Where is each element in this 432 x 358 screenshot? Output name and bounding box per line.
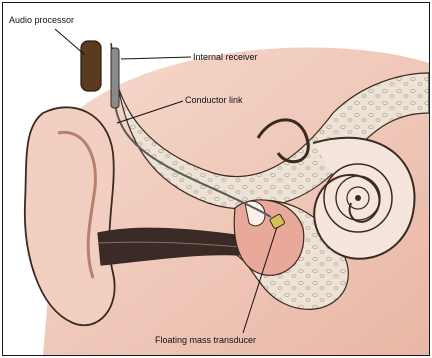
label-audio-processor: Audio processor: [9, 15, 74, 25]
outer-ear: [25, 107, 115, 325]
diagram-frame: Audio processor Internal receiver Conduc…: [2, 2, 430, 356]
ear-anatomy-illustration: Audio processor Internal receiver Conduc…: [3, 3, 429, 355]
leader-audio-processor: [55, 29, 85, 55]
label-floating-mass-transducer: Floating mass transducer: [155, 335, 256, 345]
audio-processor-device: [81, 41, 101, 91]
label-internal-receiver: Internal receiver: [193, 52, 258, 62]
internal-receiver-device: [111, 48, 119, 108]
label-conductor-link: Conductor link: [185, 95, 243, 105]
leader-internal-receiver: [121, 57, 191, 59]
